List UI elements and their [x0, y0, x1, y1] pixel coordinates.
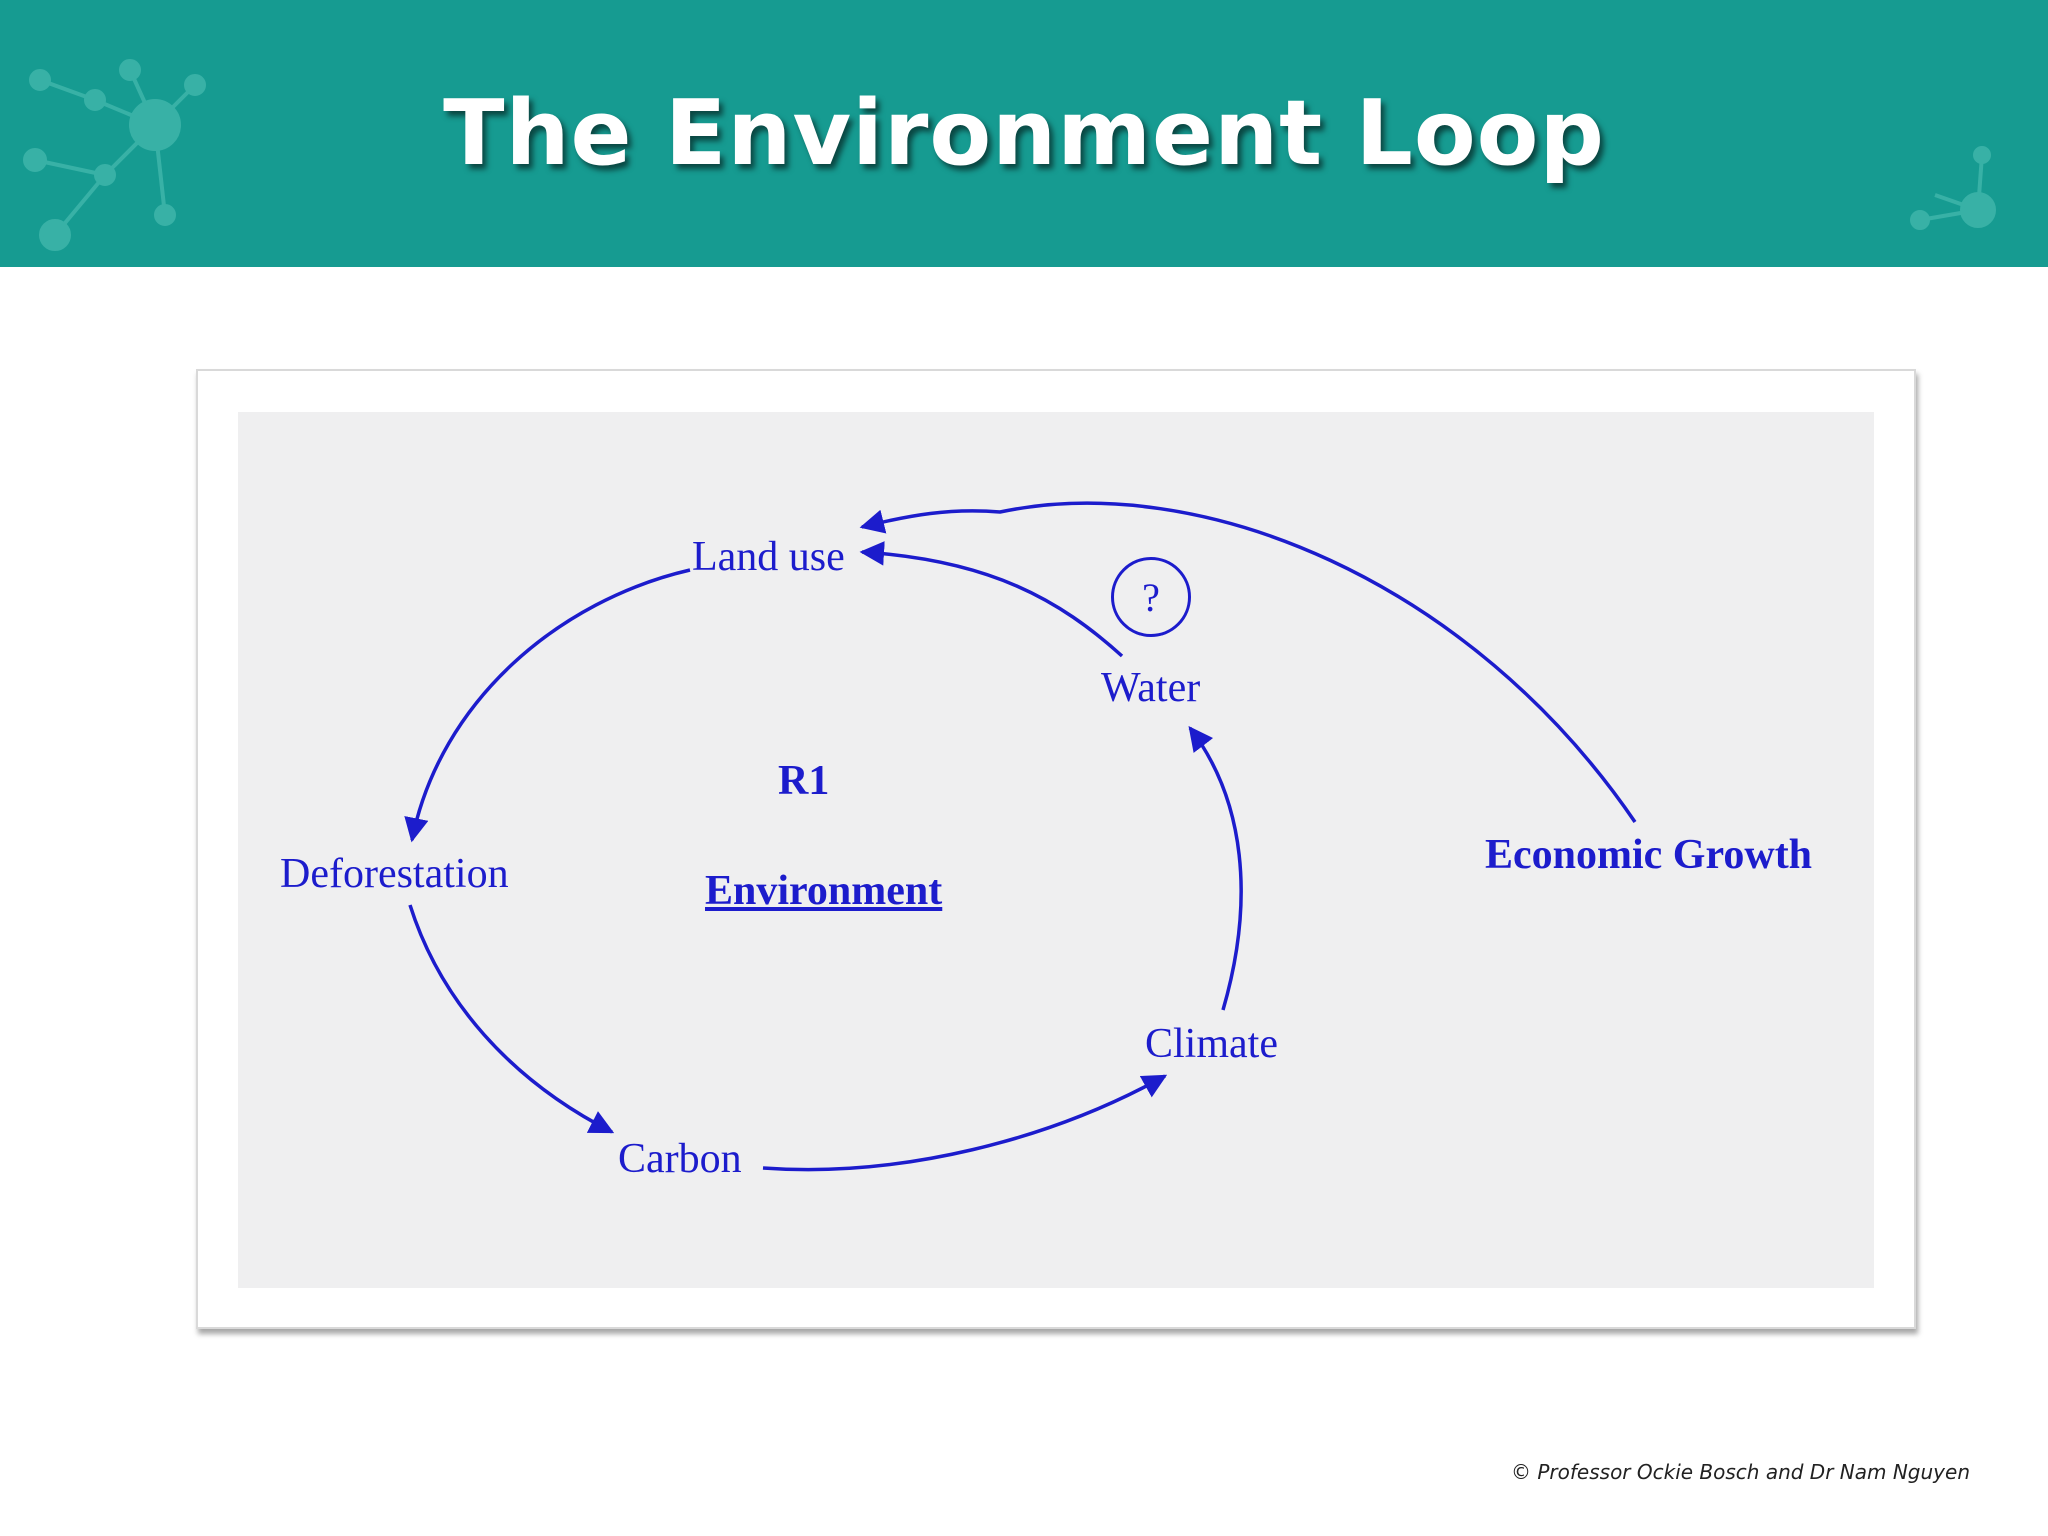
arrow-climate-to-water — [1188, 726, 1243, 1011]
loop-name-label: Environment — [705, 868, 943, 914]
slide-header: The Environment Loop — [0, 0, 2048, 267]
arrow-economicgrowth-to-landuse — [859, 501, 1637, 823]
node-climate: Climate — [1145, 1021, 1278, 1067]
node-economic-growth: Economic Growth — [1485, 832, 1813, 878]
arrow-water-to-landuse — [859, 541, 1124, 658]
node-water: Water — [1101, 665, 1201, 711]
network-decoration-icon — [23, 59, 1996, 251]
node-deforestation: Deforestation — [280, 851, 509, 897]
arrow-landuse-to-deforestation — [404, 568, 691, 843]
node-land-use: Land use — [692, 534, 845, 580]
arrow-deforestation-to-carbon — [408, 904, 615, 1134]
diagram-background — [238, 412, 1874, 1288]
node-carbon: Carbon — [618, 1136, 742, 1182]
loop-id-label: R1 — [778, 758, 830, 804]
arrow-carbon-to-climate — [762, 1074, 1168, 1172]
copyright-notice: © Professor Ockie Bosch and Dr Nam Nguye… — [1511, 1460, 1970, 1484]
slide-title: The Environment Loop — [443, 81, 1605, 186]
question-mark-circle: ? — [1111, 557, 1191, 637]
